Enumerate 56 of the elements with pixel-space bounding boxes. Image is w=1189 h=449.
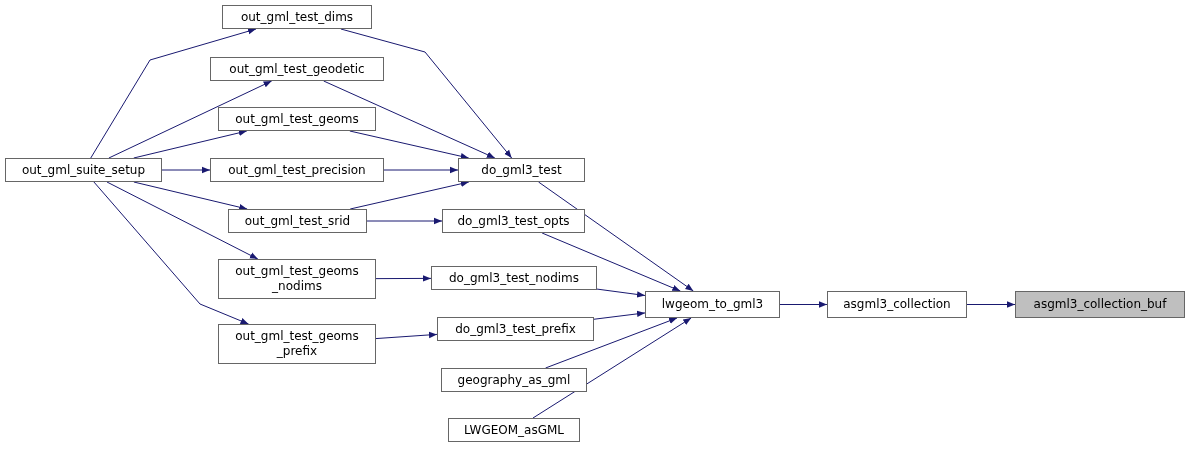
arrow: [133, 181, 248, 211]
function-box: [448, 418, 580, 442]
arrow: [593, 310, 646, 320]
function-name: out_gml_test_geoms _prefix: [234, 329, 360, 359]
arrow: [106, 181, 259, 260]
function-box: [441, 368, 587, 392]
function-box: [442, 209, 585, 233]
function-name: lwgeom_to_gml3: [661, 297, 764, 312]
function-name: asgml3_collection_buf: [1033, 297, 1167, 312]
arrow: [323, 80, 496, 159]
function-name: do_gml3_test_prefix: [455, 321, 576, 337]
function-name: out_gml_test_geodetic: [229, 61, 365, 77]
arrow: [161, 166, 211, 174]
arrow: [133, 129, 248, 159]
function-name: do_gml3_test: [481, 162, 562, 178]
function-name: do_gml3_test_nodims: [448, 270, 580, 286]
function-name: do_gml3_test_opts: [457, 213, 570, 229]
function-name: out_gml_test_geoms _nodims: [234, 264, 360, 294]
function-name: out_gml_test_geoms: [235, 111, 359, 127]
function-box: [218, 259, 376, 299]
arrow: [545, 317, 678, 369]
function-name: geography_as_gml: [457, 372, 571, 388]
function-name: LWGEOM_asGML: [463, 422, 565, 438]
function-box: [431, 266, 597, 290]
arrow: [90, 28, 257, 159]
function-box: [218, 107, 376, 131]
function-box: [222, 5, 372, 29]
function-box: [210, 158, 384, 182]
arrow: [340, 28, 513, 159]
arrow: [383, 166, 459, 174]
arrow: [541, 232, 681, 292]
arrow: [349, 130, 470, 160]
function-name: asgml3_collection: [843, 297, 951, 312]
function-box: [645, 291, 780, 318]
arrow: [538, 181, 694, 292]
arrow: [966, 301, 1016, 308]
arrow: [779, 301, 828, 308]
arrow: [375, 331, 438, 340]
function-box: [1015, 291, 1185, 318]
function-box: [437, 317, 594, 341]
function-box: [210, 57, 384, 81]
arrow: [532, 317, 692, 419]
arrow: [375, 275, 432, 282]
arrow: [93, 181, 249, 325]
function-box: [218, 324, 376, 364]
function-name: out_gml_test_precision: [228, 162, 366, 178]
arrow: [108, 80, 273, 159]
arrow: [366, 217, 443, 225]
function-name: out_gml_suite_setup: [21, 162, 146, 178]
arrow: [596, 288, 646, 298]
function-name: out_gml_test_srid: [244, 213, 351, 229]
function-box: [5, 158, 162, 182]
function-box: [228, 209, 367, 233]
function-box: [458, 158, 585, 182]
function-name: out_gml_test_dims: [240, 9, 354, 25]
function-box: [827, 291, 967, 318]
